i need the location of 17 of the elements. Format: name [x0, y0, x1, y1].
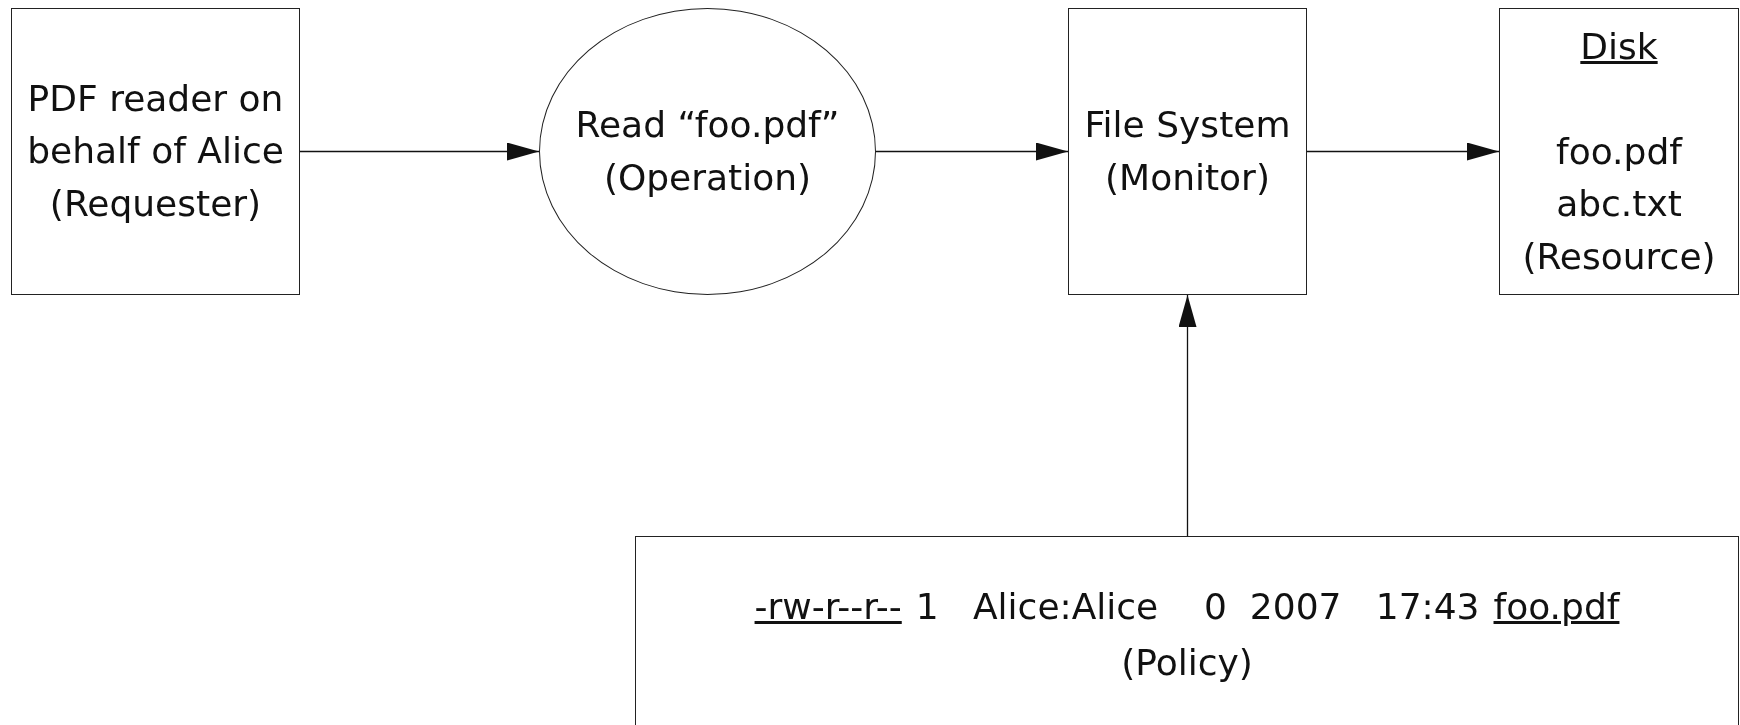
node-label: Read “foo.pdf” (Operation) [574, 103, 841, 200]
node-label: 1 Alice:Alice 0 2007 17:43 [915, 585, 1480, 629]
process-box [11, 8, 300, 295]
process-box [635, 536, 1739, 725]
node-label: (Policy) [1121, 641, 1253, 686]
arrow [1306, 142, 1500, 161]
arrow [1178, 294, 1197, 537]
arrow [875, 142, 1069, 161]
node-label: File System (Monitor) [1083, 103, 1292, 200]
underlined-label: -rw-r--r-- [754, 585, 902, 629]
process-box [1499, 8, 1739, 295]
underlined-label: Disk [1580, 25, 1658, 69]
underlined-label: foo.pdf [1493, 585, 1620, 629]
node-label: foo.pdf abc.txt (Resource) [1521, 130, 1717, 279]
process-box [1068, 8, 1307, 295]
arrow [299, 142, 540, 161]
node-label: PDF reader on behalf of Alice (Requester) [26, 77, 285, 226]
